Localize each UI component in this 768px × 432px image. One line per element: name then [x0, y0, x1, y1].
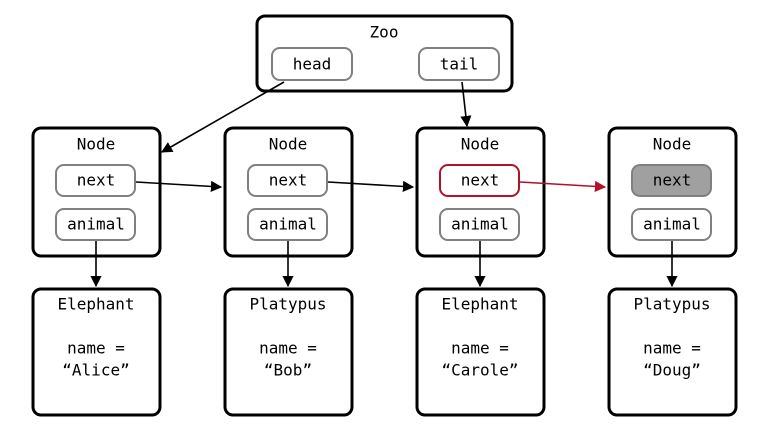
animal-2-frame	[223, 287, 354, 417]
node-2: Node next animal	[223, 126, 354, 258]
zoo-tail-label: tail	[440, 55, 479, 74]
node-1: Node next animal	[31, 126, 162, 258]
animal-2-type: Platypus	[249, 295, 326, 314]
next-arrow-3-to-4-highlighted	[519, 180, 607, 192]
node-3-animal-field	[439, 208, 520, 241]
node-4-animal-label: animal	[643, 215, 701, 234]
node-4: Node next animal	[607, 126, 738, 258]
animal-1: Elephant name = “Alice”	[31, 287, 162, 417]
node-3-animal-label: animal	[451, 215, 509, 234]
node-2-title: Node	[269, 135, 308, 154]
animal-1-type: Elephant	[57, 295, 134, 314]
animal-3-type: Elephant	[441, 295, 518, 314]
next-arrow-1-to-2	[135, 180, 223, 192]
node-2-animal-field	[247, 208, 328, 241]
animal-4-frame	[607, 287, 738, 417]
animal-3-frame	[415, 287, 546, 417]
zoo-title: Zoo	[370, 23, 399, 42]
animal-2-name-value: “Bob”	[264, 361, 312, 380]
animal-1-name-value: “Alice”	[62, 361, 129, 380]
animal-2: Platypus name = “Bob”	[223, 287, 354, 417]
node-3-title: Node	[461, 135, 500, 154]
node-3-next-label: next	[461, 171, 500, 190]
node-1-next-field	[55, 164, 136, 197]
animal-4-type: Platypus	[633, 295, 710, 314]
animal-4-name-value: “Doug”	[643, 361, 701, 380]
node-2-next-label: next	[269, 171, 308, 190]
node-1-next-label: next	[77, 171, 116, 190]
zoo-tail-field	[418, 47, 500, 81]
node-2-next-field	[247, 164, 328, 197]
animal-3: Elephant name = “Carole”	[415, 287, 546, 417]
node-1-title: Node	[77, 135, 116, 154]
node-4-animal-field	[631, 208, 712, 241]
zoo-head-field	[271, 47, 353, 81]
animal-1-name-label: name =	[67, 339, 125, 358]
node-3-next-field-highlighted	[439, 164, 520, 197]
animal-3-name-label: name =	[451, 339, 509, 358]
zoo-box: Zoo head tail	[255, 14, 514, 93]
animal-2-name-label: name =	[259, 339, 317, 358]
node-1-animal-label: animal	[67, 215, 125, 234]
node-3: Node next animal	[415, 126, 546, 258]
node-4-next-field-null	[631, 164, 712, 197]
animal-1-frame	[31, 287, 162, 417]
node-1-animal-field	[55, 208, 136, 241]
head-pointer-arrow	[161, 81, 285, 153]
animal-4: Platypus name = “Doug”	[607, 287, 738, 417]
node-4-next-label: next	[653, 171, 692, 190]
node-2-animal-label: animal	[259, 215, 317, 234]
zoo-head-label: head	[293, 55, 332, 74]
node-4-title: Node	[653, 135, 692, 154]
animal-4-name-label: name =	[643, 339, 701, 358]
next-arrow-2-to-3	[327, 180, 415, 192]
tail-pointer-arrow	[460, 81, 472, 128]
animal-3-name-value: “Carole”	[441, 361, 518, 380]
